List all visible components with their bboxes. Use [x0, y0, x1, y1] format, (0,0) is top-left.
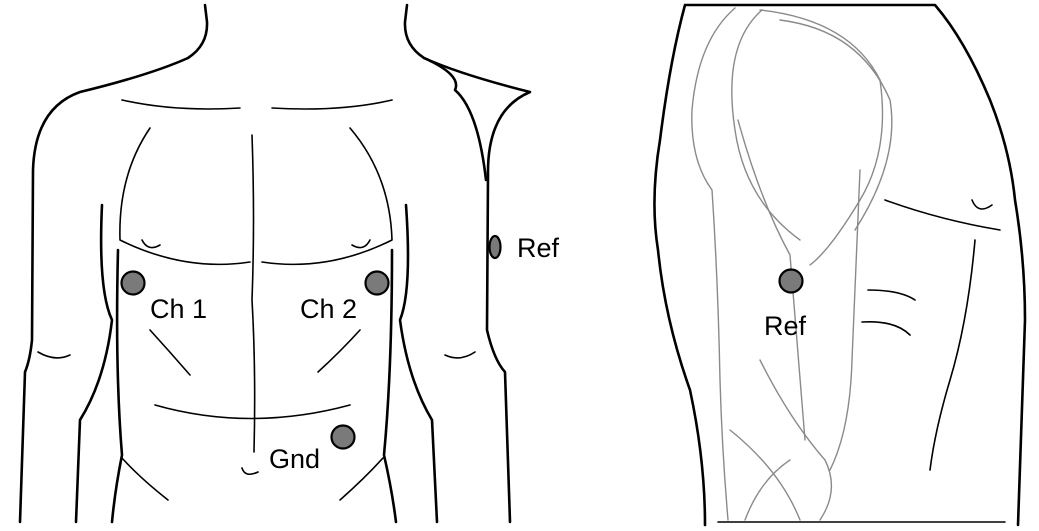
front-pectoral-right [261, 127, 393, 266]
front-nipple-left [141, 239, 161, 249]
front-side-left [110, 248, 124, 524]
side-triceps-line [737, 119, 806, 441]
side-deltoid [759, 9, 884, 266]
front-torso-outline [18, 3, 532, 524]
side-chest-line [884, 199, 1001, 231]
front-left-arm-inner [74, 203, 114, 524]
front-hip-left [121, 457, 169, 501]
front-ribcage-right [317, 329, 361, 373]
label-ref-side: Ref [764, 311, 807, 341]
label-ch2: Ch 2 [300, 294, 357, 324]
front-hip-right [339, 457, 384, 501]
front-midline [251, 134, 256, 453]
side-arm-inner-curve [731, 9, 801, 241]
front-abdomen-line [154, 404, 351, 420]
front-left-elbow-crease [37, 351, 71, 359]
electrode-ch1 [120, 270, 146, 296]
side-abdomen-curve [929, 239, 976, 471]
side-deltoid-front [779, 19, 893, 231]
front-right-arm-inner [398, 203, 439, 524]
label-ch1: Ch 1 [150, 294, 207, 324]
electrode-ref-arm [488, 234, 502, 260]
side-forearm-line-c [744, 459, 791, 521]
front-torso-shoulder-right [422, 56, 488, 182]
side-forearm-line-a [759, 359, 833, 521]
label-ref-front: Ref [517, 233, 560, 263]
front-right-elbow-crease [444, 351, 476, 359]
electrode-ref-side [778, 268, 804, 294]
side-torso-outline [653, 3, 1027, 527]
front-ribcage-left [149, 329, 191, 376]
front-navel [241, 467, 259, 476]
side-biceps-line [829, 169, 861, 471]
side-rib-line-2 [861, 320, 911, 336]
side-torso-figure [653, 3, 1027, 527]
front-pectoral-left [119, 127, 251, 266]
electrode-gnd [330, 424, 356, 450]
side-rib-line-1 [867, 289, 916, 301]
side-arm-outline [691, 7, 736, 521]
side-forearm-line-b [729, 429, 801, 521]
electrode-ch2 [364, 270, 390, 296]
front-electrodes [120, 234, 502, 450]
front-collarbone-right [271, 99, 393, 110]
front-collarbone-left [121, 99, 241, 110]
label-gnd: Gnd [269, 444, 320, 474]
front-nipple-right [351, 239, 371, 249]
front-side-right [382, 248, 398, 524]
front-torso-figure [18, 3, 532, 524]
side-nipple [971, 199, 993, 210]
